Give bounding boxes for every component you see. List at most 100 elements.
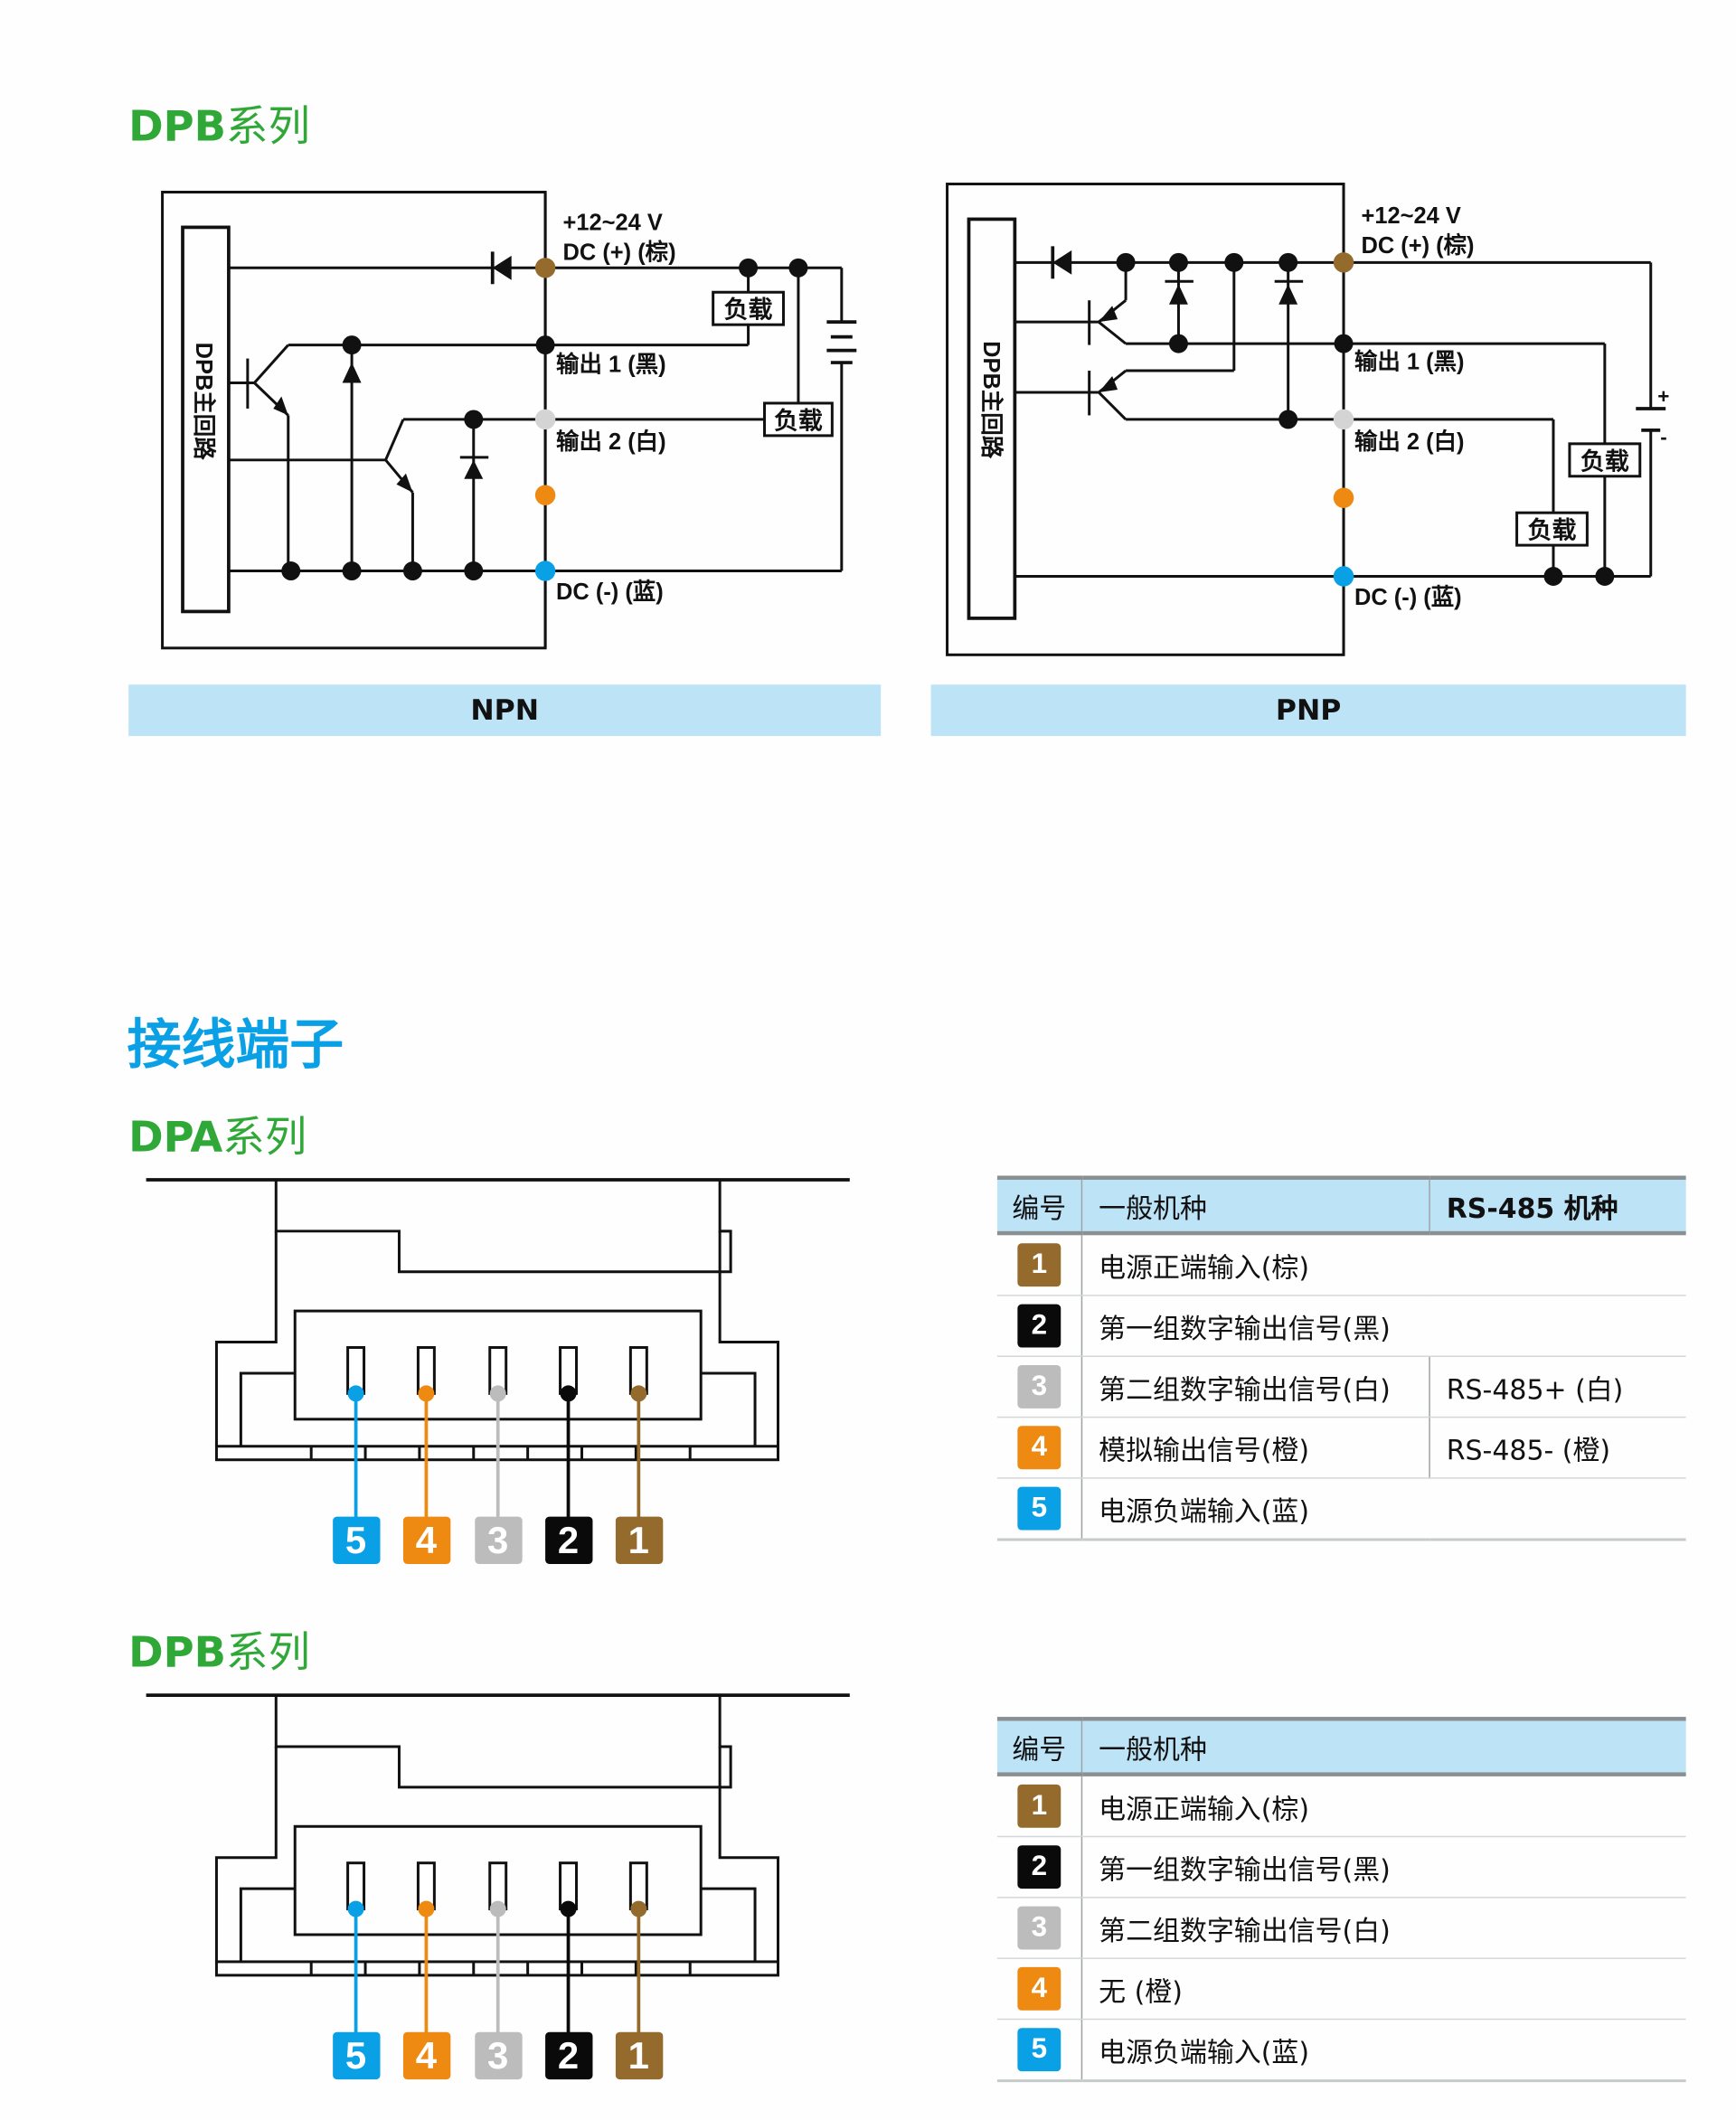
junction-dot [464,410,484,429]
pin-number-badge: 5 [1017,1486,1061,1531]
junction-dot [739,258,759,278]
ground-label: DC (-) (蓝) [1354,585,1462,610]
general-model-cell: 第二组数字输出信号(白) [1081,1897,1686,1959]
ground-label: DC (-) (蓝) [556,579,664,605]
header-general: 一般机种 [1081,1717,1686,1776]
terminal-white [534,409,556,430]
pin-label-badge: 1 [615,2031,663,2080]
main-circuit-label: DPB主回路 [191,343,216,461]
pin-number-badge: 2 [1017,1304,1061,1348]
pin-label-badge: 1 [615,1516,663,1564]
terminal-blue [1333,566,1354,587]
dpb-wiring-series-title: DPB系列 [128,1618,310,1679]
dpa-connector-diagram [146,1178,850,1522]
junction-dot [1334,334,1354,353]
load-box-2 [763,401,834,438]
pin-number-cell: 2 [996,1295,1083,1357]
terminal-orange [534,485,556,505]
load-label: 负载 [724,297,773,324]
pin-number-badge: 1 [1017,1243,1061,1287]
npn-label-bar: NPN [128,684,882,737]
junction-dot [342,335,362,355]
load-label: 负载 [1580,448,1629,475]
pin-number-cell: 1 [996,1774,1083,1838]
pin-number-cell: 4 [996,1958,1083,2021]
pin-number-cell: 4 [996,1417,1083,1479]
pin-number-cell: 5 [996,2019,1083,2083]
load-label: 负载 [1528,517,1577,544]
header-number: 编号 [996,1175,1083,1236]
junction-dot [788,258,808,278]
pin-dot-blue [347,1385,364,1402]
header-rs485: RS-485 机种 [1429,1175,1686,1236]
battery-minus-label: - [1660,426,1666,448]
pnp-label-bar: PNP [930,684,1686,737]
series-title-latin: DPB [128,102,227,152]
pin-dot-gray [489,1900,506,1917]
pin-label-badge: 2 [544,2031,592,2080]
terminal-brown [1333,252,1354,273]
junction-dot [1168,334,1188,353]
output2-label: 输出 2 (白) [556,429,666,455]
junction-dot [1543,567,1563,586]
pin-dot-black [560,1385,577,1402]
dpb-series-title: DPB系列 [128,92,310,153]
pin-label-badge: 4 [402,2031,450,2080]
pin-label-badge: 3 [474,1516,522,1564]
general-model-cell: 电源负端输入(蓝) [1081,2019,1686,2083]
table-row: 1 电源正端输入(棕) [996,1774,1686,1838]
pin-number-badge: 2 [1017,1845,1061,1889]
junction-dot [1278,410,1298,429]
pin-number-badge: 4 [1017,1426,1061,1470]
junction-dot [464,561,484,580]
terminal-white [1333,409,1354,430]
load-box-1 [1568,442,1642,478]
table-header-row: 编号 一般机种 [996,1717,1686,1776]
output2-label: 输出 2 (白) [1354,429,1465,455]
pin-label-badge: 5 [332,2031,380,2080]
general-model-cell: 第二组数字输出信号(白) [1081,1356,1430,1418]
junction-dot [1595,567,1615,586]
pin-number-badge: 3 [1017,1364,1061,1409]
npn-circuit-diagram: 负载 负载 +12~24 V DC (+) (棕) 输出 1 (黑) 输出 2 … [161,191,857,650]
junction-dot [402,561,422,580]
rs485-model-cell: RS-485- (橙) [1429,1417,1686,1479]
pin-number-badge: 1 [1017,1784,1061,1828]
pin-number-cell: 2 [996,1836,1083,1899]
pin-number-cell: 3 [996,1897,1083,1959]
pin-number-cell: 1 [996,1233,1083,1296]
output1-label: 输出 1 (黑) [1354,349,1465,375]
pin-dot-black [560,1900,577,1917]
general-model-cell: 电源负端输入(蓝) [1081,1477,1686,1541]
series-title-cn: 系列 [226,1628,310,1678]
pin-dot-brown [630,1900,647,1917]
general-model-cell: 第一组数字输出信号(黑) [1081,1295,1686,1357]
pin-dot-gray [489,1385,506,1402]
pnp-main-circuit-block [967,217,1017,620]
junction-dot [1224,252,1244,272]
pin-dot-orange [418,1385,435,1402]
series-title-latin: DPA [128,1113,223,1163]
pin-label-badge: 3 [474,2031,522,2080]
general-model-cell: 无 (橙) [1081,1958,1686,2021]
junction-dot [1168,252,1188,272]
supply-label-1: +12~24 V [563,210,663,235]
junction-dot [281,561,301,580]
dpa-series-title: DPA系列 [128,1103,307,1164]
pin-dot-blue [347,1900,364,1917]
general-model-cell: 电源正端输入(棕) [1081,1774,1686,1838]
pin-dot-orange [418,1900,435,1917]
pin-label-badge: 4 [402,1516,450,1564]
npn-main-circuit-block [181,225,231,614]
pin-number-cell: 3 [996,1356,1083,1418]
load-box-2 [1515,511,1589,547]
junction-dot [342,561,362,580]
series-title-cn: 系列 [222,1113,307,1163]
series-title-cn: 系列 [226,102,310,152]
